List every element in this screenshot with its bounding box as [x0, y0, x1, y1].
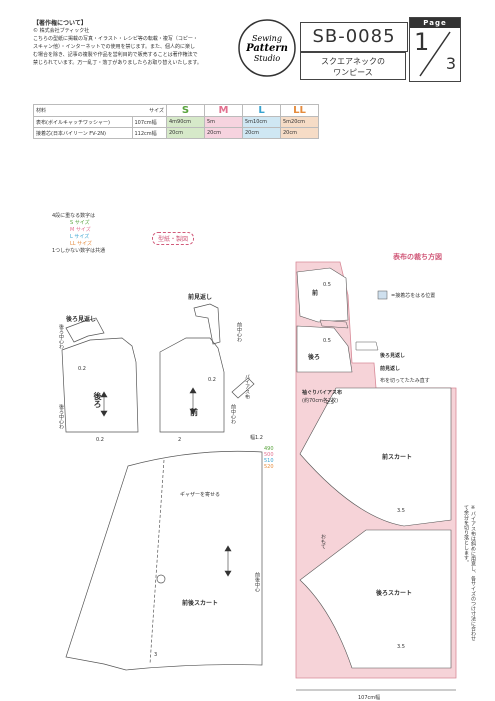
front-facing-piece: [193, 303, 221, 345]
legend-l: L サイズ: [70, 234, 90, 240]
measure-value: 3.5: [397, 508, 405, 514]
legend-note: 1つしかない数字は共通: [52, 248, 106, 254]
back-center-label: 後ろ中心わ: [58, 324, 64, 349]
svg-text:Sewing: Sewing: [252, 34, 282, 43]
svg-text:Pattern: Pattern: [245, 43, 288, 54]
copyright-publisher: © 株式会社ブティック社: [33, 28, 90, 34]
measure-value: 2: [178, 437, 182, 443]
svg-text:Studio: Studio: [254, 54, 281, 63]
fabric-width-label: 107cm幅: [358, 695, 381, 701]
product-code: SB-0085: [300, 22, 408, 52]
page-total: 3: [445, 54, 456, 73]
measure-value: 0.2: [208, 377, 216, 383]
interfacing-note: =接着芯をはる位置: [391, 293, 436, 299]
layout-title: 表布の裁ち方図: [393, 253, 442, 261]
measure-value: 0.5: [323, 282, 331, 288]
front-label: 前: [190, 408, 198, 417]
materials-table: 材料 サイズ S M L LL 表布(ボイルキャッチワッシャー) 107cm幅 …: [33, 104, 319, 139]
cut-open-label: 布を切ってたたみ直す: [380, 378, 430, 384]
product-name: スクエアネックの ワンピース: [300, 52, 406, 80]
value-l: 20cm: [242, 127, 281, 139]
measure-value: 2.5: [326, 400, 334, 406]
layout-front-skirt: [299, 387, 452, 527]
back-facing-piece: [65, 317, 105, 343]
front-facing-label: 前見返し: [188, 294, 213, 301]
layout-front-facing: [355, 341, 379, 351]
layout-back-piece: [296, 325, 353, 373]
stack-s: 490: [264, 446, 274, 452]
layout-front-piece: [296, 267, 349, 323]
pattern-pieces: [61, 303, 263, 671]
back-center-label: 後ろ中心わ: [58, 404, 64, 429]
table-row: 接着芯(日本バイリーン FV-2N) 112cm幅 20cm 20cm 20cm…: [33, 127, 319, 139]
value-s: 20cm: [166, 127, 205, 139]
gather-label: ギャザーを寄せる: [180, 492, 221, 498]
copyright-line: む場合を除き、記事の複製や作品を営利目的で販売することは著作権法で: [33, 52, 198, 58]
layout-bias: [319, 319, 349, 329]
back-label: 後ろ: [93, 392, 102, 408]
layout-back-facing-label: 後ろ見返し: [380, 353, 406, 359]
stack-m: 500: [264, 452, 274, 458]
front-bodice-piece: [159, 337, 225, 433]
skirt-gather-line: [149, 459, 165, 665]
front-back-center-label: 前後中心: [254, 572, 260, 592]
stack-l: 510: [264, 458, 274, 464]
cutting-layout: [295, 261, 457, 691]
legend-m: M サイズ: [70, 227, 91, 233]
material-width: 112cm幅: [131, 127, 167, 139]
bias-size-label: (約70cm各2枚): [302, 398, 339, 404]
bias-cloth-label: バイアス布: [244, 374, 250, 399]
product-name-line1: スクエアネックの: [321, 57, 385, 66]
layout-back-label: 後ろ: [308, 354, 321, 361]
page-indicator: Page 1 3: [409, 17, 461, 82]
skirt-mark: [156, 574, 166, 584]
material-name: 接着芯(日本バイリーン FV-2N): [33, 127, 133, 139]
bias-side-note: ※バイアス布は斜めに用意し、各サイズのつけ寸法に合わせて余分を切り落とします。: [463, 505, 476, 641]
layout-front-facing-label: 前見返し: [380, 366, 401, 372]
page-current: 1: [414, 28, 430, 56]
measure-value: 3.5: [397, 644, 405, 650]
pattern-tag: 型紙・製図: [152, 232, 195, 245]
back-facing-label: 後ろ見返し: [66, 316, 97, 323]
layout-back-skirt-label: 後ろスカート: [376, 590, 413, 597]
bias-strip-piece: [231, 377, 255, 399]
copyright-line: こちらの型紙に掲載の写真・イラスト・レシピ等の転載・複写（コピー・: [33, 36, 198, 42]
layout-back-skirt: [299, 529, 452, 669]
measure-value: 0.5: [323, 338, 331, 344]
page-slash: [419, 31, 451, 77]
front-center-label-top: 前中心わ: [236, 322, 242, 342]
bias-width-label: 幅1.2: [250, 435, 263, 441]
front-back-skirt-label: 前後スカート: [182, 600, 219, 607]
legend-title: 4段に重なる数字は: [52, 213, 96, 219]
copyright-line: 禁じられています。万一乱丁・落丁がありましたらお取り替えいたします。: [33, 60, 202, 66]
copyright-heading: 【著作権について】: [33, 20, 87, 27]
layout-front-skirt-label: 前スカート: [382, 454, 413, 461]
face-label: おもて: [320, 534, 326, 549]
front-back-skirt-piece: [65, 450, 263, 671]
measure-value: 0.2: [96, 437, 104, 443]
page-label: Page: [410, 18, 460, 28]
product-name-line2: ワンピース: [333, 68, 373, 77]
layout-front-label: 前: [312, 290, 319, 297]
sleeve-bias-label: 袖ぐりバイアス布: [302, 390, 343, 396]
size-stack: 490 500 510 520: [264, 446, 274, 470]
copyright-line: スキャン他）・インターネットでの使用を禁じます。また、個人的に楽し: [33, 44, 196, 50]
measure-value: 0.2: [78, 366, 86, 372]
legend-ll: LL サイズ: [70, 241, 93, 247]
copyright-notice: 【著作権について】 © 株式会社ブティック社 こちらの型紙に掲載の写真・イラスト…: [33, 18, 238, 67]
value-ll: 5m20cm: [280, 116, 319, 128]
measure-value: 3: [154, 652, 158, 658]
value-ll: 20cm: [280, 127, 319, 139]
front-center-label: 前中心わ: [230, 404, 236, 424]
size-legend: 4段に重なる数字は S サイズ M サイズ L サイズ LL サイズ 1つしかな…: [52, 213, 130, 255]
back-bodice-piece: [61, 337, 139, 433]
interfacing-swatch: [377, 290, 388, 300]
stack-ll: 520: [264, 464, 274, 470]
legend-s: S サイズ: [70, 220, 90, 226]
value-l: 5m10cm: [242, 116, 281, 128]
sewing-pattern-studio-logo: Sewing Pattern Studio: [238, 19, 296, 77]
